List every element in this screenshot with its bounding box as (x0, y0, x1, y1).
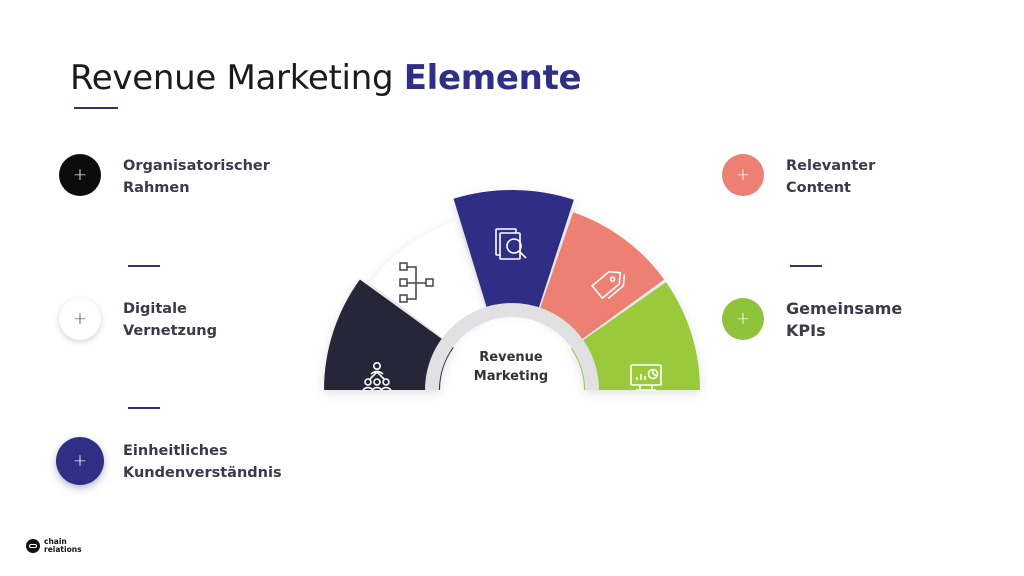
center-label-line1: Revenue (479, 350, 543, 365)
divider (790, 265, 822, 267)
plus-icon: + (72, 165, 88, 185)
expand-button[interactable]: + (722, 154, 764, 196)
logo-line1: chain (44, 537, 67, 546)
segment-gemeinsame-kpis[interactable] (570, 282, 700, 390)
people-network-icon (362, 362, 392, 391)
item-label-line1: Gemeinsame (786, 299, 903, 318)
expand-button[interactable]: + (722, 298, 764, 340)
divider (128, 265, 160, 267)
segment-digitale-vernetzung[interactable] (369, 220, 488, 344)
expand-button[interactable]: + (59, 298, 101, 340)
monitor-chart-icon (630, 364, 662, 391)
plus-icon: + (735, 165, 751, 185)
inner-ring (425, 303, 599, 391)
logo-line2: relations (44, 545, 82, 554)
title-underline (74, 107, 118, 109)
item-label-line2: Rahmen (123, 180, 190, 196)
item-label: Digitale Vernetzung (123, 298, 217, 342)
expand-button[interactable]: + (56, 437, 104, 485)
expand-button[interactable]: + (59, 154, 101, 196)
plus-icon: + (735, 309, 751, 329)
document-search-icon (495, 228, 527, 260)
title-main: Revenue Marketing (70, 58, 394, 98)
item-label: Organisatorischer Rahmen (123, 155, 270, 199)
page-title: Revenue Marketing Elemente (70, 58, 582, 98)
logo-text: chain relations (44, 538, 82, 554)
segment-kundenverstaendnis[interactable] (324, 279, 454, 390)
item-label-line1: Digitale (123, 301, 187, 317)
plus-icon: + (72, 451, 88, 471)
item-label-line2: Kundenverständnis (123, 465, 282, 481)
item-label: Relevanter Content (786, 155, 875, 199)
item-label-line2: KPIs (786, 321, 826, 340)
chain-logo-icon (26, 539, 40, 553)
item-label-line1: Einheitliches (123, 443, 228, 459)
title-accent: Elemente (403, 58, 582, 98)
plus-icon: + (72, 309, 88, 329)
item-label-line1: Relevanter (786, 158, 876, 174)
item-label-line2: Vernetzung (123, 323, 217, 339)
divider (128, 407, 160, 409)
center-label-line2: Marketing (474, 369, 548, 384)
hierarchy-icon (399, 262, 434, 303)
chain-relations-logo: chain relations (26, 538, 82, 554)
item-label-line1: Organisatorischer (123, 158, 270, 174)
item-label: Gemeinsame KPIs (786, 298, 902, 342)
item-label-line2: Content (786, 180, 851, 196)
item-label: Einheitliches Kundenverständnis (123, 440, 282, 484)
tag-icon (591, 270, 626, 300)
